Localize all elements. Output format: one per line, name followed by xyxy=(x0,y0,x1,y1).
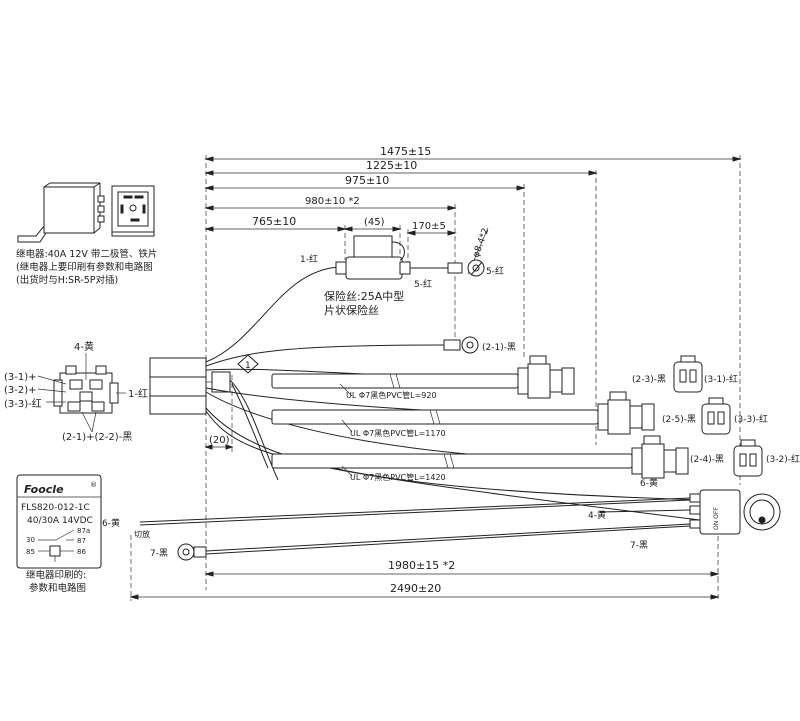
svg-text:87: 87 xyxy=(77,537,86,545)
relay-pin-face xyxy=(111,185,155,237)
dim-975: 975±10 xyxy=(345,174,389,187)
svg-text:4-黄: 4-黄 xyxy=(588,509,606,521)
pin-4: 4-黄 xyxy=(74,340,94,353)
svg-text:6-黄: 6-黄 xyxy=(102,517,120,529)
dim-1475: 1475±15 xyxy=(380,145,431,158)
svg-text:(继电器上要印刷有参数和电路图: (继电器上要印刷有参数和电路图 xyxy=(16,261,153,273)
connector-face-3: (2-4)-黑 (3-2)-红 xyxy=(690,439,800,477)
svg-text:参数和电路图: 参数和电路图 xyxy=(29,582,86,594)
pin-3-1: (3-1)+ xyxy=(4,372,37,383)
pin-2: (2-1)+(2-2)-黑 xyxy=(62,431,132,443)
svg-text:30: 30 xyxy=(26,536,35,544)
wire-5-red-a: 5-红 xyxy=(486,265,504,277)
svg-text:7-黑: 7-黑 xyxy=(630,540,648,551)
svg-text:(2-5)-黑: (2-5)-黑 xyxy=(662,414,696,425)
svg-text:®: ® xyxy=(90,481,97,489)
relay-brand: Foocle xyxy=(24,483,64,496)
dim-980: 980±10 *2 xyxy=(305,196,360,207)
fuse-holder: 1-红 5-红 5-红 保险丝:25A中型 片状保险丝 xyxy=(300,235,504,317)
dim-20: (20) xyxy=(209,435,230,446)
svg-text:(3-1)-红: (3-1)-红 xyxy=(704,373,738,385)
dim-1980: 1980±15 *2 xyxy=(388,559,455,572)
svg-text:UL Φ7黑色PVC管L=1420: UL Φ7黑色PVC管L=1420 xyxy=(350,472,446,482)
svg-text:继电器:40A 12V 带二极管、铁片: 继电器:40A 12V 带二极管、铁片 xyxy=(16,248,157,260)
dim-2490: 2490±20 xyxy=(390,582,441,595)
connector-face-1: (2-3)-黑 (3-1)-红 xyxy=(632,355,738,393)
svg-text:UL Φ7黑色PVC管L=920: UL Φ7黑色PVC管L=920 xyxy=(346,390,437,400)
rocker-switch: ON OFF xyxy=(689,489,781,535)
fuse-spec-2: 片状保险丝 xyxy=(324,303,379,317)
pin-3-3: (3-3)-红 xyxy=(4,397,42,410)
wire-2-1-black: (2-1)-黑 xyxy=(482,342,516,353)
relay-socket-block: 1 xyxy=(149,354,259,415)
dim-170: 170±5 xyxy=(412,221,446,232)
dim-1225: 1225±10 xyxy=(366,159,417,172)
relay-note: 继电器:40A 12V 带二极管、铁片 (继电器上要印刷有参数和电路图 (出货时… xyxy=(16,248,157,286)
relay-model: FLS820-012-1C xyxy=(21,503,90,513)
relay-socket-pinout: 4-黄 (3-1)+ (3-2)+ (3-3)-红 1-红 (2-1)+(2-2… xyxy=(4,340,148,443)
marker-1: 1 xyxy=(245,361,251,371)
svg-text:(2-3)-黑: (2-3)-黑 xyxy=(632,374,666,385)
fuse-spec-1: 保险丝:25A中型 xyxy=(324,289,404,303)
svg-text:ON OFF: ON OFF xyxy=(713,507,720,530)
svg-text:(3-3)-红: (3-3)-红 xyxy=(734,413,768,425)
wire-5-red-b: 5-红 xyxy=(414,278,432,290)
svg-text:86: 86 xyxy=(77,548,86,556)
ring-terminal-2-1: (2-1)-黑 xyxy=(443,336,516,354)
dimension-lines: 1475±15 1225±10 975±10 980±10 *2 765±10 … xyxy=(129,145,742,601)
dim-45: (45) xyxy=(364,217,385,228)
svg-text:UL Φ7黑色PVC管L=1170: UL Φ7黑色PVC管L=1170 xyxy=(350,428,446,438)
tube-1420: UL Φ7黑色PVC管L=1420 xyxy=(271,435,689,482)
svg-text:(出货时与H:SR-5P对插): (出货时与H:SR-5P对插) xyxy=(16,274,118,286)
pin-3-2: (3-2)+ xyxy=(4,385,37,396)
svg-text:(2-4)-黑: (2-4)-黑 xyxy=(690,454,724,465)
tube-1170: UL Φ7黑色PVC管L=1170 xyxy=(271,391,655,438)
svg-text:切放: 切放 xyxy=(134,529,150,539)
svg-text:87a: 87a xyxy=(77,527,90,535)
relay-label-box: Foocle ® FLS820-012-1C 40/30A 14VDC 87a … xyxy=(16,474,102,569)
dim-765: 765±10 xyxy=(252,215,296,228)
tube-920: UL Φ7黑色PVC管L=920 xyxy=(271,355,575,400)
svg-text:6-黄: 6-黄 xyxy=(640,477,658,489)
svg-text:7-黑: 7-黑 xyxy=(150,548,168,559)
svg-text:继电器印刷的:: 继电器印刷的: xyxy=(26,569,86,581)
switch-wires: 6-黄 4-黄 7-黑 6-黄 切放 7-黑 xyxy=(102,477,691,561)
relay-icon xyxy=(17,182,105,243)
pin-1: 1-红 xyxy=(128,387,148,400)
relay-rating: 40/30A 14VDC xyxy=(27,516,93,526)
connector-face-2: (2-5)-黑 (3-3)-红 xyxy=(662,397,768,435)
relay-label-caption: 继电器印刷的: 参数和电路图 xyxy=(26,569,86,594)
svg-text:(3-2)-红: (3-2)-红 xyxy=(766,453,800,465)
svg-text:85: 85 xyxy=(26,548,35,556)
dim-ring: φ8.4*2 xyxy=(471,227,491,259)
wire-1-red: 1-红 xyxy=(300,253,318,265)
